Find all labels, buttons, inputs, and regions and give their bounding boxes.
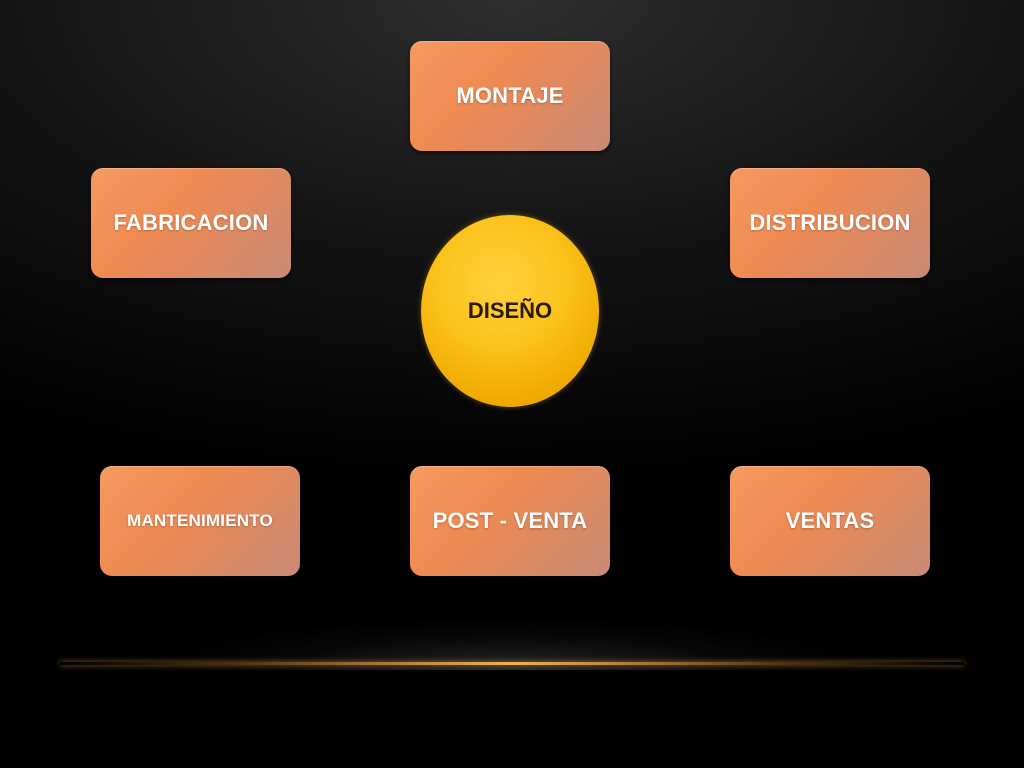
node-post-venta-label: POST - VENTA [432, 508, 588, 533]
node-mantenimiento: MANTENIMIENTO [100, 466, 300, 576]
node-distribucion: DISTRIBUCION [730, 168, 930, 278]
node-fabricacion-label: FABRICACION [113, 210, 269, 235]
center-node-label: DISEÑO [467, 298, 553, 323]
node-mantenimiento-label: MANTENIMIENTO [127, 511, 273, 530]
node-fabricacion: FABRICACION [91, 168, 291, 278]
floor-glow [60, 560, 964, 670]
node-post-venta: POST - VENTA [410, 466, 610, 576]
node-distribucion-label: DISTRIBUCION [749, 210, 911, 235]
floor-line [60, 662, 964, 665]
node-ventas: VENTAS [730, 466, 930, 576]
node-montaje: MONTAJE [410, 41, 610, 151]
node-montaje-label: MONTAJE [456, 83, 564, 108]
center-node-diseno: DISEÑO [421, 215, 599, 407]
node-ventas-label: VENTAS [785, 508, 875, 533]
